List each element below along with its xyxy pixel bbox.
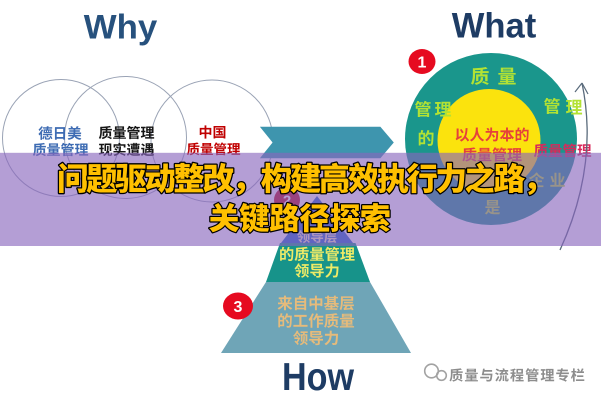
svg-text:3: 3: [234, 299, 243, 316]
svg-text:What: What: [452, 6, 537, 46]
svg-text:How: How: [282, 356, 355, 399]
svg-text:Why: Why: [84, 9, 158, 47]
svg-text:1: 1: [418, 55, 427, 72]
